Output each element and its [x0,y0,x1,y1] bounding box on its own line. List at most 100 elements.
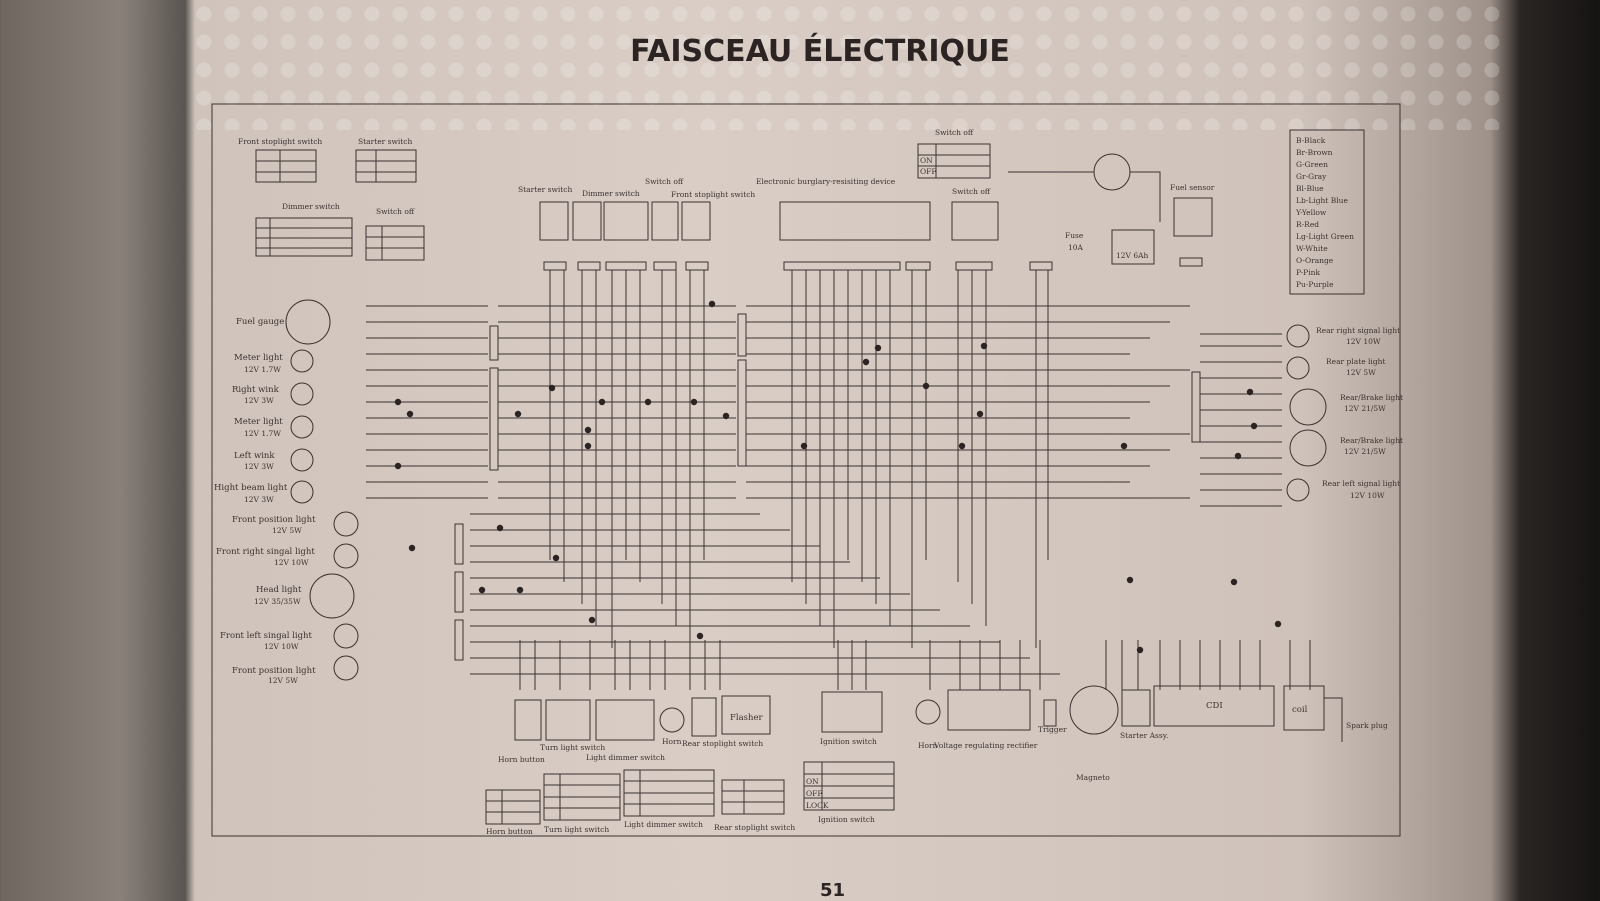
svg-text:Rear/Brake light: Rear/Brake light [1340,393,1403,402]
bulb-icon [333,511,359,537]
bulb-icon [290,415,314,439]
legend-item: Gr-Gray [1296,172,1327,181]
svg-text:Horn button: Horn button [498,755,545,764]
svg-text:ON: ON [806,777,819,786]
svg-text:12V 5W: 12V 5W [268,676,298,685]
svg-text:Front stoplight switch: Front stoplight switch [238,137,322,146]
svg-text:Switch off: Switch off [645,177,684,186]
svg-text:Horn button: Horn button [486,827,533,836]
svg-text:Rear stoplight switch: Rear stoplight switch [714,823,795,832]
svg-text:coil: coil [1292,705,1308,715]
wire-junction [922,382,930,390]
svg-text:LOCK: LOCK [806,801,829,810]
svg-text:Flasher: Flasher [730,713,764,723]
bulb-icon [290,448,314,472]
wire-junction [1230,578,1238,586]
wire-junction [548,384,556,392]
svg-text:Dimmer switch: Dimmer switch [282,202,340,211]
svg-text:Magneto: Magneto [1076,773,1110,782]
legend-item: P-Pink [1296,268,1320,277]
svg-text:Rear stoplight switch: Rear stoplight switch [682,739,763,748]
svg-text:Rear/Brake light: Rear/Brake light [1340,436,1403,445]
wire-junction [584,426,592,434]
color-legend: B-Black Br-Brown G-Green Gr-Gray Bl-Blue… [1289,129,1365,295]
svg-text:Electronic burglary-resisiting: Electronic burglary-resisiting device [756,177,896,186]
svg-text:Hight beam light: Hight beam light [214,483,288,493]
svg-text:Ignition switch: Ignition switch [818,815,875,824]
svg-text:Front stoplight switch: Front stoplight switch [671,190,755,199]
bulb-icon [290,349,314,373]
wire-junction [690,398,698,406]
wire-junction [1250,422,1258,430]
svg-text:Fuse: Fuse [1065,231,1084,240]
svg-text:Turn light switch: Turn light switch [540,743,605,752]
magneto-icon [1069,685,1119,735]
svg-text:Fuel gauge: Fuel gauge [236,317,284,327]
svg-text:12V 10W: 12V 10W [1350,491,1385,500]
bulb-icon [333,655,359,681]
svg-text:Dimmer switch: Dimmer switch [582,189,640,198]
svg-text:Horn: Horn [918,741,938,750]
wire-junction [1120,442,1128,450]
wire-junction [588,616,596,624]
svg-text:Starter Assy.: Starter Assy. [1120,731,1168,740]
svg-text:Right wink: Right wink [232,385,280,395]
headlight-icon [309,573,355,619]
svg-text:Rear left signal light: Rear left signal light [1322,479,1400,488]
bulb-icon [1286,478,1310,502]
page-number: 51 [820,880,846,901]
svg-text:Light dimmer switch: Light dimmer switch [624,820,703,829]
wire-junction [644,398,652,406]
legend-item: Y-Yellow [1295,208,1327,217]
svg-text:Meter light: Meter light [234,417,283,427]
wire-junction [1246,388,1254,396]
svg-text:Switch off: Switch off [952,187,991,196]
wire-junction [874,344,882,352]
svg-text:Spark plug: Spark plug [1346,721,1388,730]
svg-text:12V 6Ah: 12V 6Ah [1116,251,1149,260]
svg-text:12V 21/5W: 12V 21/5W [1344,447,1386,456]
svg-text:Switch off: Switch off [935,128,974,137]
svg-text:12V 5W: 12V 5W [272,526,302,535]
svg-text:Rear right signal light: Rear right signal light [1316,326,1400,335]
legend-item: Lb-Light Blue [1296,196,1348,205]
page-background-dots [190,0,1510,130]
wire-junction [496,524,504,532]
svg-text:Light dimmer switch: Light dimmer switch [586,753,665,762]
wire-junction [1274,620,1282,628]
svg-text:Front right singal light: Front right singal light [216,547,315,557]
legend-item: B-Black [1296,136,1326,145]
page-title: FAISCEAU ÉLECTRIQUE [630,34,1010,69]
svg-text:CDI: CDI [1206,701,1223,711]
legend-item: Bl-Blue [1296,184,1324,193]
svg-text:Starter switch: Starter switch [358,137,413,146]
svg-text:Switch off: Switch off [376,207,415,216]
svg-text:Rear plate light: Rear plate light [1326,357,1385,366]
legend-item: Lg-Light Green [1296,232,1354,241]
svg-text:12V 1.7W: 12V 1.7W [244,365,281,374]
wire-junction [722,412,730,420]
svg-text:Trigger: Trigger [1038,725,1067,734]
svg-text:12V 3W: 12V 3W [244,462,274,471]
wire-junction [696,632,704,640]
svg-text:Meter light: Meter light [234,353,283,363]
svg-text:Horn: Horn [662,737,682,746]
bulb-icon [1289,429,1327,467]
bulb-icon [1286,356,1310,380]
wire-junction [958,442,966,450]
svg-text:12V 1.7W: 12V 1.7W [244,429,281,438]
top-connectors: Starter switch Dimmer switch Switch off … [518,128,1215,271]
wire-junction [1126,576,1134,584]
svg-text:12V 10W: 12V 10W [1346,337,1381,346]
fuel-gauge-icon [285,299,331,345]
wire-junction [406,410,414,418]
svg-text:Voltage regulating rectifier: Voltage regulating rectifier [933,741,1038,750]
bulb-icon [1289,388,1327,426]
svg-text:Front position light: Front position light [232,666,316,676]
wire-junction [478,586,486,594]
svg-text:12V 5W: 12V 5W [1346,368,1376,377]
wire-junction [800,442,808,450]
bulb-icon [1286,324,1310,348]
bottom-components: Flasher CDI coil Horn button Turn light … [498,685,1388,782]
